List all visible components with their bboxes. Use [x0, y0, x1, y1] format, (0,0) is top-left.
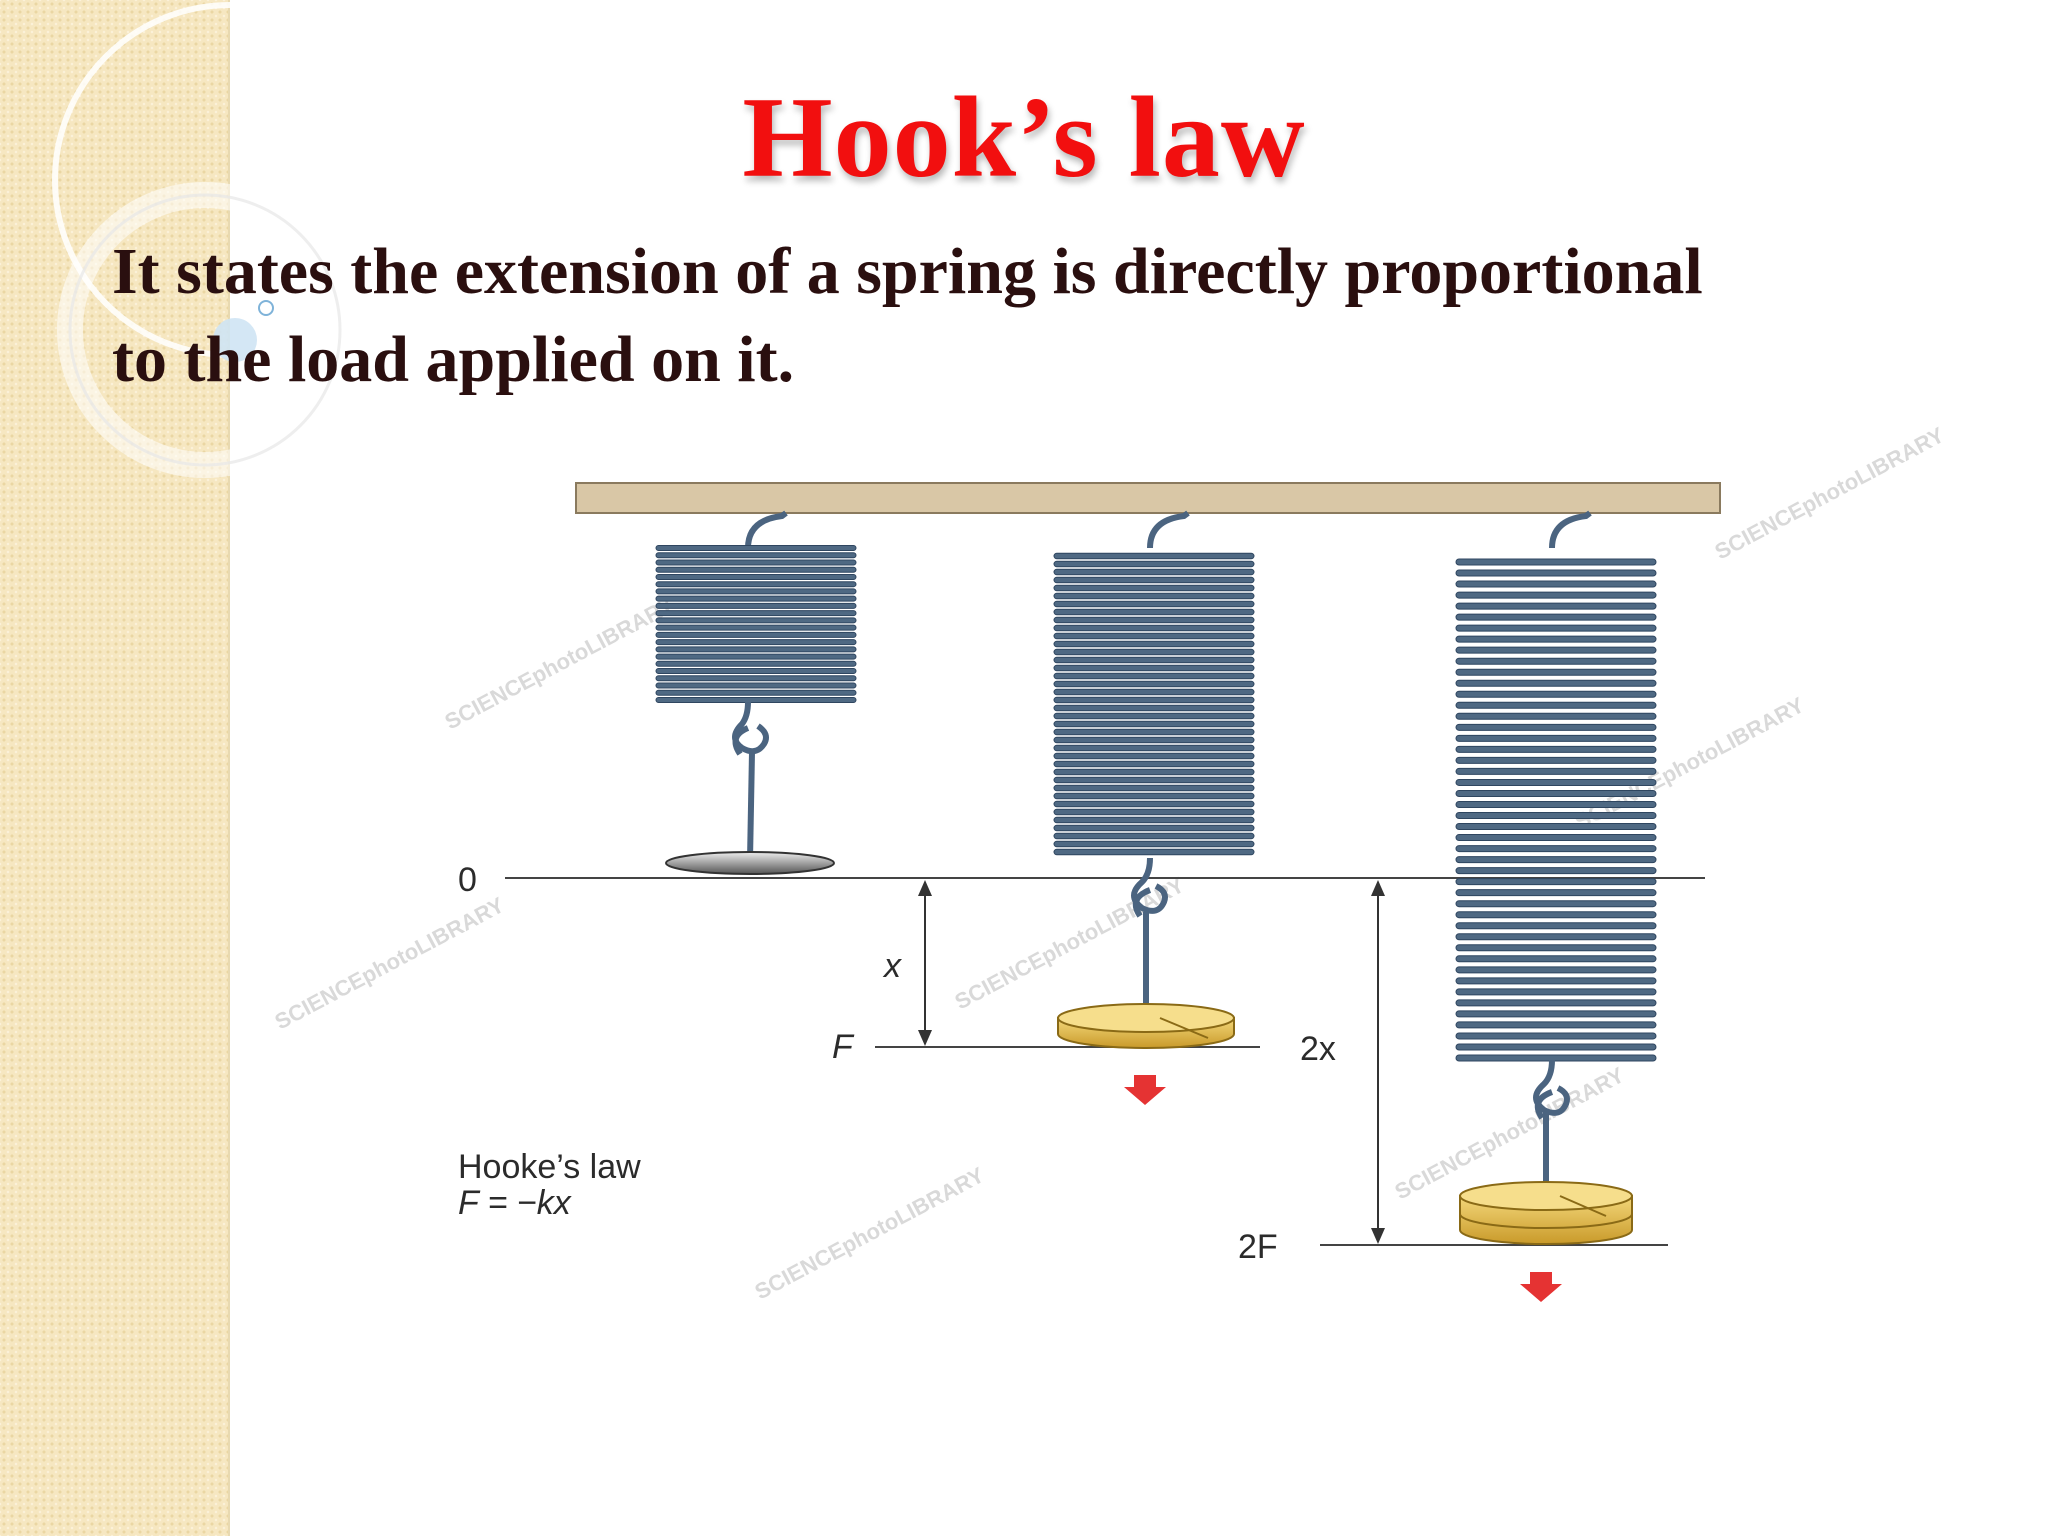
- origin-label: 0: [458, 861, 477, 899]
- law-statement: It states the extension of a spring is d…: [112, 235, 1703, 396]
- watermark-text: SCIENCEphotoLIBRARY: [1711, 422, 1949, 564]
- double-extension-label: 2x: [1300, 1030, 1336, 1068]
- watermark-text: SCIENCEphotoLIBRARY: [951, 872, 1189, 1014]
- spring-load-f: [1053, 510, 1255, 1105]
- watermark-text: SCIENCEphotoLIBRARY: [271, 892, 509, 1034]
- force-arrow-f: [1124, 1075, 1166, 1105]
- spring-unloaded: [655, 510, 857, 875]
- double-force-label: 2F: [1238, 1228, 1278, 1266]
- spring-load-2f: [1455, 510, 1657, 1302]
- law-formula-label: F = −kx: [458, 1184, 572, 1222]
- empty-pan: [665, 851, 835, 875]
- weight-2f: [1459, 1181, 1633, 1245]
- double-extension-dimension-arrow: [1371, 880, 1385, 1244]
- ceiling-support: [575, 482, 1721, 514]
- force-arrow-2f: [1520, 1272, 1562, 1302]
- force-label: F: [832, 1028, 855, 1066]
- slide-title: Hook’s law: [742, 74, 1306, 202]
- watermark-text: SCIENCEphotoLIBRARY: [751, 1162, 989, 1304]
- extension-dimension-arrow: [918, 880, 932, 1046]
- law-name-label: Hooke’s law: [458, 1148, 641, 1186]
- weight-f: [1057, 1003, 1235, 1049]
- extension-label: x: [882, 947, 902, 985]
- watermark-text: SCIENCEphotoLIBRARY: [441, 592, 679, 734]
